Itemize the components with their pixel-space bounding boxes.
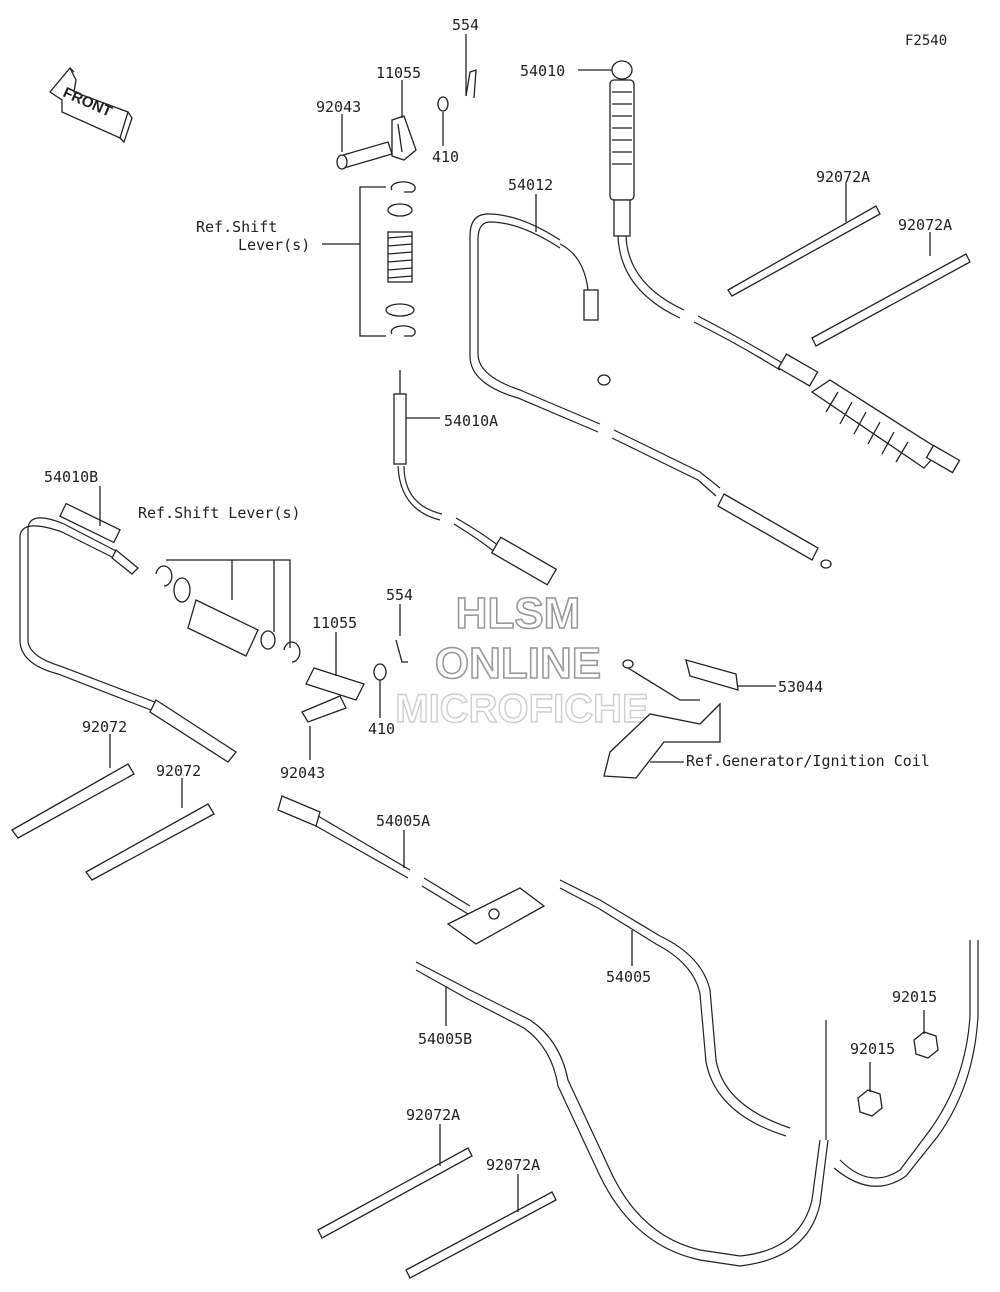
washer-410-top	[437, 96, 449, 112]
label-ref-shift-mid: Ref.Shift Lever(s)	[138, 504, 301, 522]
pin-92043-mid	[301, 695, 347, 723]
pin-92043-top	[339, 141, 393, 169]
circlip-top	[390, 181, 416, 193]
cable-54010	[578, 60, 961, 474]
circlip-top-b	[390, 325, 416, 337]
ref-bracket-top	[359, 186, 386, 337]
cable-end-right	[825, 940, 979, 1187]
label-54010A: 54010A	[444, 412, 498, 430]
washer-top-b	[385, 303, 415, 317]
front-arrow-icon: FRONT	[49, 66, 133, 144]
label-11055-mid: 11055	[312, 614, 357, 632]
cable-54005	[559, 879, 791, 1137]
circlip-mid	[155, 565, 173, 587]
cotter-pin-554-mid	[395, 639, 408, 663]
label-54005: 54005	[606, 968, 651, 986]
washer-mid-b	[260, 630, 276, 650]
leader-lines	[99, 34, 537, 760]
watermark: HLSM ONLINE MICROFICHE	[395, 588, 650, 732]
label-ref-generator: Ref.Generator/Ignition Coil	[686, 752, 930, 770]
clevis-11055-mid	[305, 667, 365, 701]
label-92072-b: 92072	[156, 762, 201, 780]
top-linkage-assembly	[322, 69, 477, 337]
label-92015-a: 92015	[892, 988, 937, 1006]
cable-54010A	[393, 370, 558, 586]
clevis-11055-top	[391, 115, 417, 161]
mid-linkage-assembly	[155, 559, 408, 723]
tie-92072A-bottom-1	[317, 1124, 473, 1239]
part-labels: 554 11055 92043 410 Ref.Shift Lever(s) 5…	[44, 16, 952, 1174]
label-92015-b: 92015	[850, 1040, 895, 1058]
label-54005A: 54005A	[376, 812, 430, 830]
tie-92072-b	[85, 778, 215, 881]
bracket-53044	[603, 659, 776, 779]
label-410-top: 410	[432, 148, 459, 166]
washer-410-mid	[373, 663, 387, 681]
label-ref-shift-top-1: Ref.Shift	[196, 218, 277, 236]
cable-54005B	[415, 961, 829, 1267]
label-554-top: 554	[452, 16, 479, 34]
label-92043-mid: 92043	[280, 764, 325, 782]
tie-92072A-right-2	[811, 232, 971, 347]
label-54005B: 54005B	[418, 1030, 472, 1048]
watermark-line1: HLSM	[456, 589, 581, 638]
circlip-mid-b	[283, 641, 301, 663]
tie-92072-a	[11, 734, 135, 839]
washer-mid	[173, 577, 191, 603]
label-54010B: 54010B	[44, 468, 98, 486]
nut-92015-b	[857, 1062, 883, 1117]
label-92043-top: 92043	[316, 98, 361, 116]
cotter-pin-554-top	[465, 69, 477, 99]
cable-54012	[469, 213, 832, 569]
spring-top	[387, 231, 413, 283]
washer-top-a	[387, 203, 413, 217]
label-92072A-bottom-2: 92072A	[486, 1156, 540, 1174]
cable-54010B	[19, 502, 237, 763]
label-ref-shift-top-2: Lever(s)	[238, 236, 310, 254]
label-92072A-right-2: 92072A	[898, 216, 952, 234]
tie-92072A-right-1	[727, 182, 881, 297]
watermark-line2: ONLINE	[435, 639, 601, 688]
label-92072A-right-1: 92072A	[816, 168, 870, 186]
label-92072-a: 92072	[82, 718, 127, 736]
watermark-line3: MICROFICHE	[395, 687, 648, 731]
label-53044: 53044	[778, 678, 823, 696]
label-410-mid: 410	[368, 720, 395, 738]
equalizer-block	[446, 887, 546, 945]
label-11055-top: 11055	[376, 64, 421, 82]
label-54012: 54012	[508, 176, 553, 194]
cable-54005A	[277, 795, 471, 915]
label-92072A-bottom-1: 92072A	[406, 1106, 460, 1124]
figure-code: F2540	[905, 33, 947, 49]
label-554-mid: 554	[386, 586, 413, 604]
nut-92015-a	[913, 1010, 939, 1059]
tie-92072A-bottom-2	[405, 1174, 557, 1279]
spring-mid	[187, 599, 259, 657]
label-54010: 54010	[520, 62, 565, 80]
